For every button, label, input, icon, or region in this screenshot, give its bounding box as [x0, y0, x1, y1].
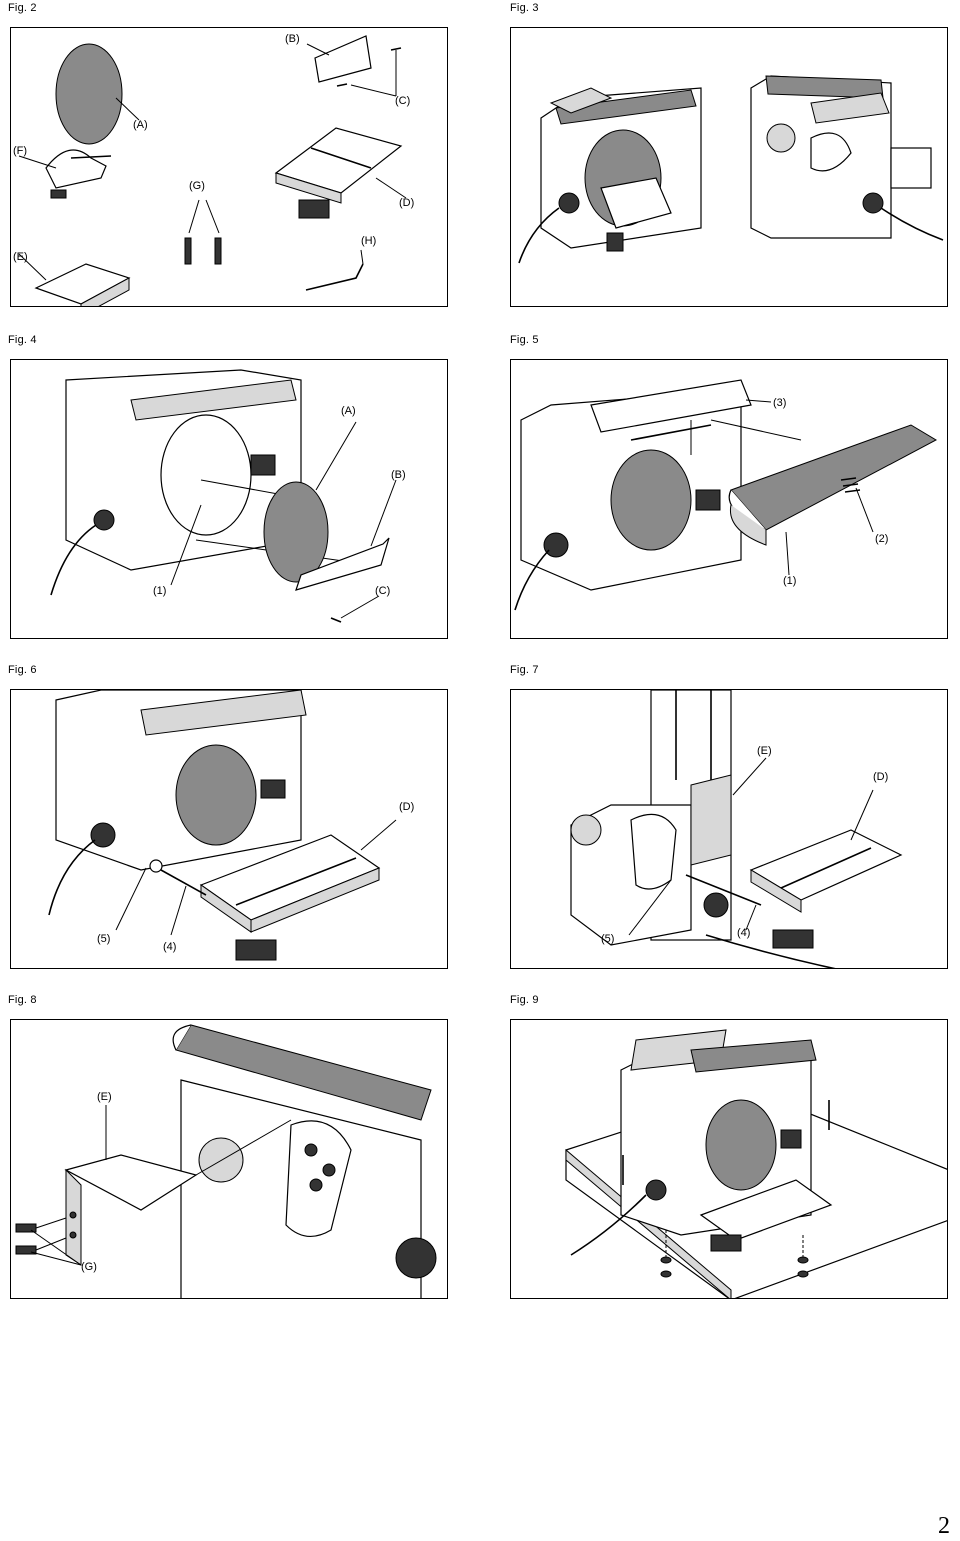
sander-front-view [518, 87, 702, 264]
screw [336, 83, 348, 87]
fig3-illustration [518, 75, 944, 264]
sanding-belt [730, 424, 938, 531]
sanding-disc [55, 43, 123, 145]
fig4-caption: Fig. 4 [8, 334, 37, 346]
sander-side-view [750, 75, 944, 241]
work-table [699, 1179, 833, 1241]
fig8-caption: Fig. 8 [8, 994, 37, 1006]
fig2-label-b: (B) [285, 33, 300, 45]
hex-bolt [214, 237, 222, 265]
fig5-label-1: (1) [783, 575, 797, 587]
washer [660, 1270, 672, 1278]
fig7-illustration [570, 690, 903, 968]
fig4-frame: (A) (B) (1) (C) [10, 359, 448, 639]
fig5-illustration [514, 379, 938, 611]
fig7-label-d: (D) [873, 771, 889, 783]
fig5-label-3: (3) [773, 397, 787, 409]
fig6-label-5: (5) [97, 933, 111, 945]
fig9-caption: Fig. 9 [510, 994, 539, 1006]
fig2-label-c: (C) [395, 95, 411, 107]
fig2-caption: Fig. 2 [8, 2, 37, 14]
fig5-caption: Fig. 5 [510, 334, 539, 346]
fig3-caption: Fig. 3 [510, 2, 539, 14]
hex-bolt [184, 237, 192, 265]
disc-guard [314, 35, 372, 83]
fig7-label-5: (5) [601, 933, 615, 945]
fig7-label-e: (E) [757, 745, 772, 757]
fig6-label-4: (4) [163, 941, 177, 953]
sanding-belt [175, 1024, 432, 1121]
fig8-illustration [15, 1024, 437, 1298]
fig2-label-a: (A) [133, 119, 148, 131]
fig2-illustration [18, 35, 407, 306]
fig7-frame: (E) (D) (5) (4) [510, 689, 948, 969]
page-number: 2 [938, 1513, 950, 1539]
fig2-label-f: (F) [13, 145, 28, 157]
fig5-label-2: (2) [875, 533, 889, 545]
support-bracket [690, 774, 732, 866]
fig4-label-b: (B) [391, 469, 406, 481]
screw [390, 47, 402, 51]
washer [660, 1256, 672, 1264]
fig8-frame: (E) (G) [10, 1019, 448, 1299]
fig2-label-d: (D) [399, 197, 415, 209]
fig3-frame [510, 27, 948, 307]
fig5-frame: (3) (2) (1) [510, 359, 948, 639]
fig6-label-d: (D) [399, 801, 415, 813]
fig2-label-g: (G) [189, 180, 205, 192]
fig4-illustration [50, 369, 397, 623]
fig2-frame: (A) (B) (C) (D) (E) (F) (G) (H) [10, 27, 448, 307]
fig4-label-c: (C) [375, 585, 391, 597]
washer [797, 1256, 809, 1264]
fig9-illustration [565, 1029, 947, 1298]
hex-key [305, 263, 364, 291]
sanding-disc [263, 481, 329, 583]
support-bracket [64, 1154, 198, 1211]
mitre-gauge [45, 149, 107, 189]
disc-guard [295, 537, 390, 591]
fig8-label-g: (G) [81, 1261, 97, 1273]
fig4-label-a: (A) [341, 405, 356, 417]
fig2-label-h: (H) [361, 235, 377, 247]
disc-plate [160, 414, 252, 536]
fig7-label-4: (4) [737, 927, 751, 939]
fig7-caption: Fig. 7 [510, 664, 539, 676]
fig6-caption: Fig. 6 [8, 664, 37, 676]
fig8-label-e: (E) [97, 1091, 112, 1103]
fig6-frame: (D) (5) (4) [10, 689, 448, 969]
fig4-label-1: (1) [153, 585, 167, 597]
fig6-illustration [48, 690, 397, 961]
washer [797, 1270, 809, 1278]
fig2-label-e: (E) [13, 251, 28, 263]
fig9-frame [510, 1019, 948, 1299]
